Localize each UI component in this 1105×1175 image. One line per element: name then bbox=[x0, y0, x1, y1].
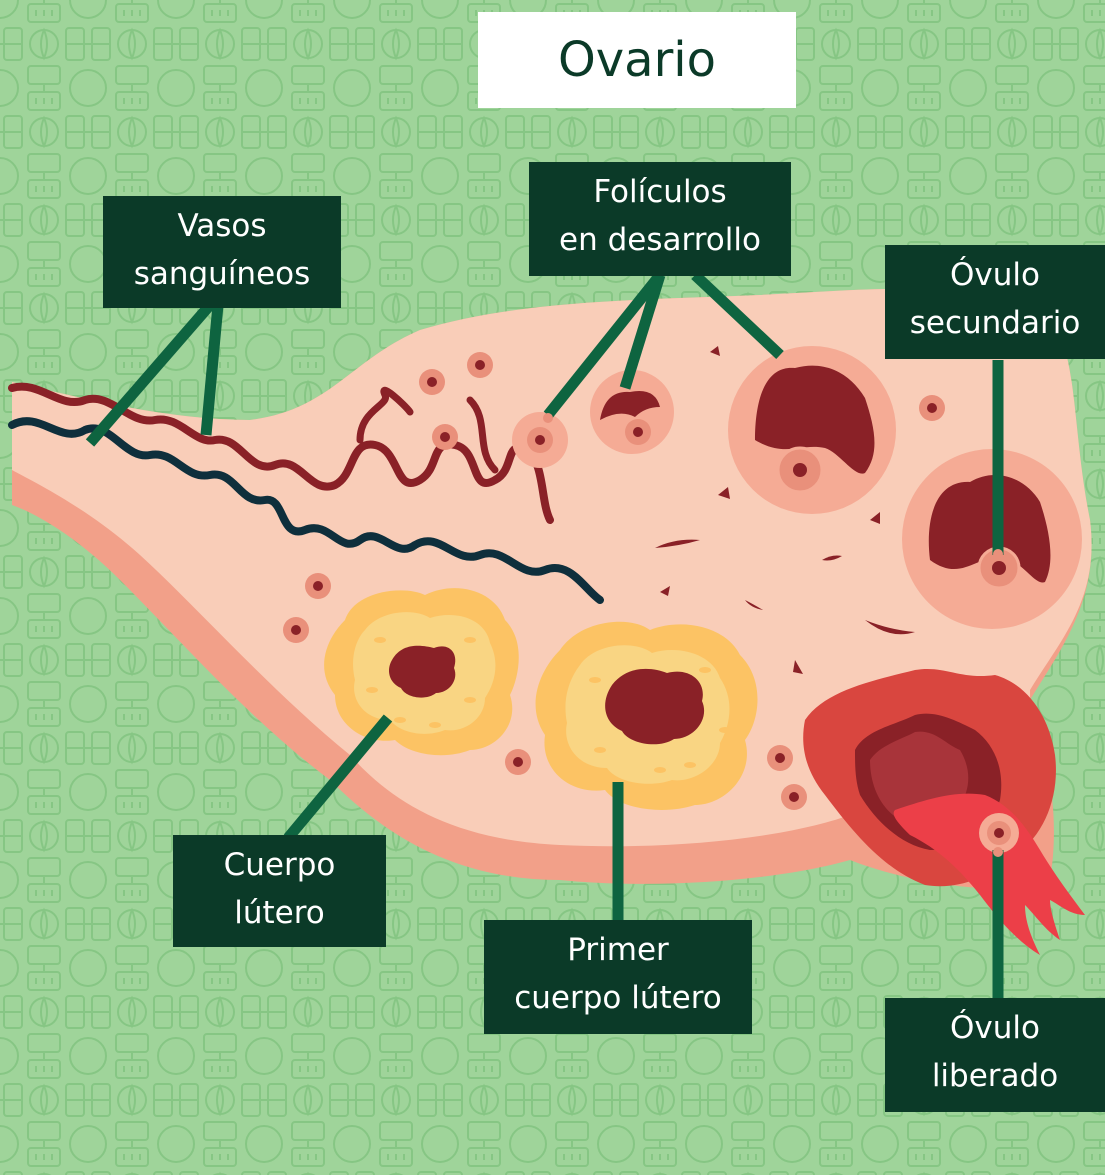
page-title: Ovario bbox=[558, 32, 716, 88]
label-ovulo-secundario: Óvulo secundario bbox=[885, 245, 1105, 359]
label-cuerpo-lutero: Cuerpo lútero bbox=[173, 835, 386, 947]
label-line: cuerpo lútero bbox=[494, 974, 742, 1022]
label-line: Vasos bbox=[113, 202, 331, 250]
label-ovulo-liberado: Óvulo liberado bbox=[885, 998, 1105, 1112]
label-vasos-sanguineos: Vasos sanguíneos bbox=[103, 196, 341, 308]
corpus-luteum-center bbox=[536, 622, 758, 810]
corpus-luteum-left bbox=[324, 588, 519, 755]
label-line: lútero bbox=[183, 889, 376, 937]
label-line: Óvulo bbox=[895, 251, 1095, 299]
label-line: Cuerpo bbox=[183, 841, 376, 889]
label-line: Primer bbox=[494, 926, 742, 974]
label-foliculos: Folículos en desarrollo bbox=[529, 162, 791, 276]
label-line: liberado bbox=[895, 1052, 1095, 1100]
label-line: Folículos bbox=[539, 168, 781, 216]
label-primer-cuerpo-lutero: Primer cuerpo lútero bbox=[484, 920, 752, 1034]
follicle-large bbox=[728, 346, 896, 514]
follicle-small bbox=[512, 412, 568, 468]
title-box: Ovario bbox=[478, 12, 796, 108]
label-line: secundario bbox=[895, 299, 1095, 347]
secondary-oocyte-follicle bbox=[902, 449, 1082, 629]
label-line: sanguíneos bbox=[113, 250, 331, 298]
label-line: en desarrollo bbox=[539, 216, 781, 264]
label-line: Óvulo bbox=[895, 1004, 1095, 1052]
